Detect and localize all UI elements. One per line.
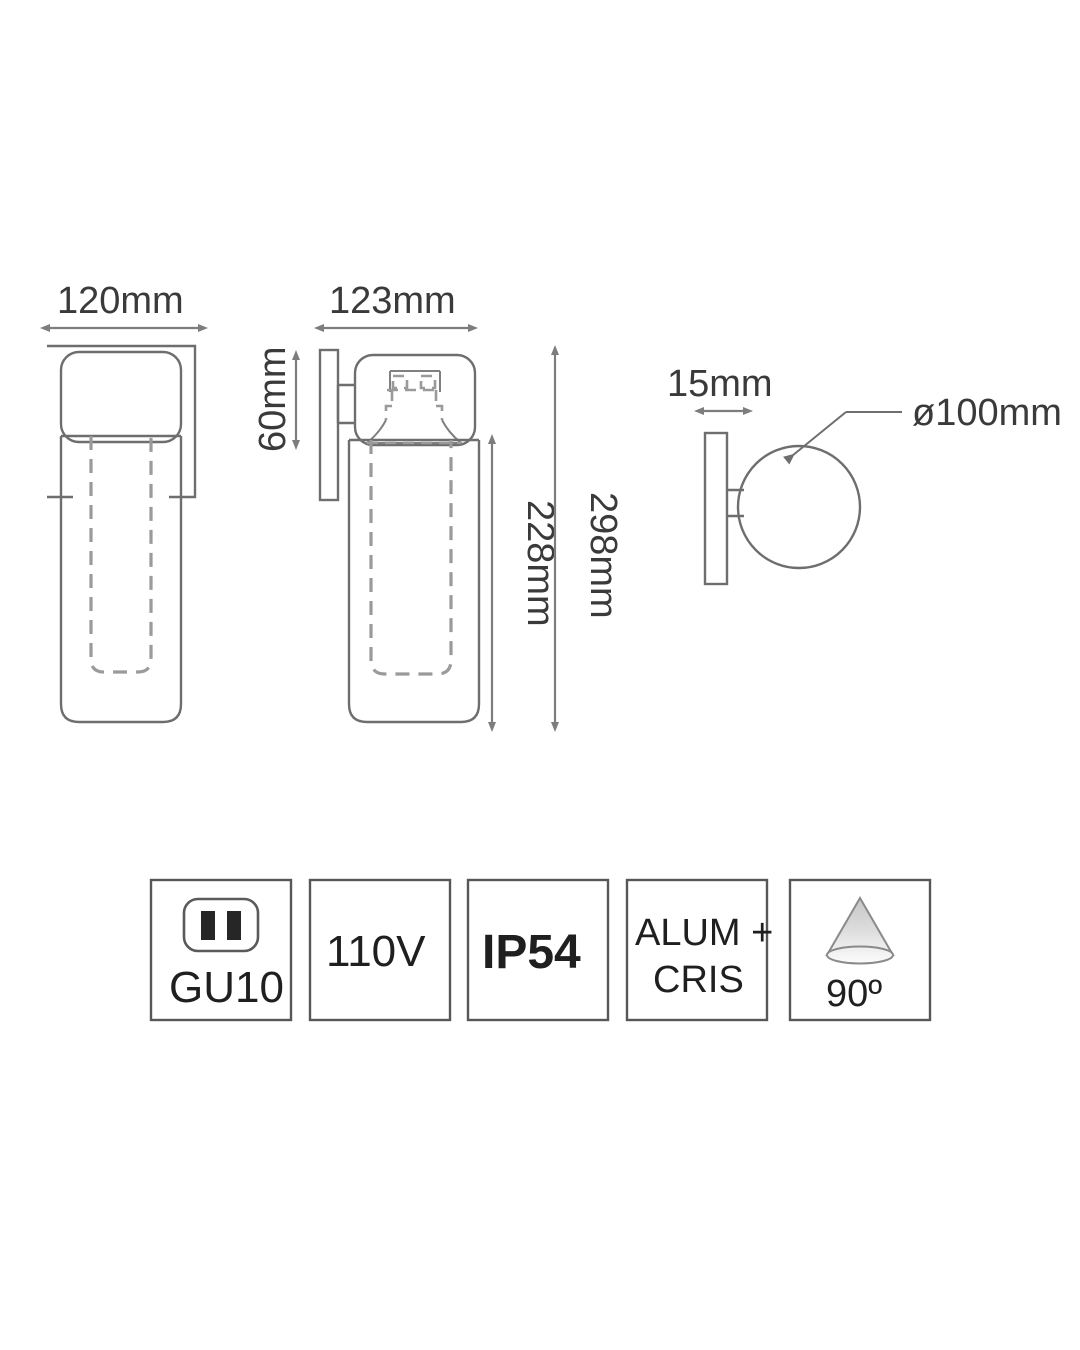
- gu10-socket-icon: [182, 897, 260, 953]
- gu10-base-sides: [390, 390, 438, 406]
- top-globe-circle: [736, 444, 862, 570]
- spec-box-material[interactable]: ALUM + CRIS: [625, 878, 773, 1022]
- spec-box-ip-frame: [466, 878, 610, 1022]
- spec-box-ingress-protection[interactable]: IP54: [466, 878, 610, 1022]
- side-hidden-insert: [369, 440, 453, 676]
- dimension-label-width-120: 120mm: [57, 280, 184, 322]
- dimension-label-head-60: 60mm: [252, 346, 294, 452]
- front-view-group: 120mm: [40, 280, 208, 724]
- dimension-head-60: 60mm: [252, 346, 300, 452]
- spec-box-material-frame: [625, 878, 769, 1022]
- leader-diameter-100: [783, 411, 902, 465]
- top-view-group: 15mm ø100mm: [667, 363, 1062, 586]
- spec-label-material-line1: ALUM +: [635, 912, 773, 954]
- dimension-label-diameter-100: ø100mm: [912, 392, 1062, 434]
- dimension-width-120: 120mm: [40, 280, 208, 332]
- dimension-depth-123: 123mm: [314, 280, 478, 332]
- front-hidden-insert: [89, 436, 153, 674]
- side-body-outline: [347, 440, 481, 724]
- dimension-label-plate-15: 15mm: [667, 363, 773, 405]
- front-head-outline: [59, 350, 183, 444]
- side-head-outline: [353, 353, 477, 447]
- spec-box-voltage[interactable]: 110V: [308, 878, 452, 1022]
- dimension-body-228: 228mm: [488, 434, 561, 732]
- gu10-socket-pin-right-icon: [227, 911, 241, 940]
- front-body-outline: [59, 436, 183, 724]
- spec-box-voltage-frame: [308, 878, 452, 1022]
- side-wallplate: [318, 348, 340, 502]
- dimension-label-depth-123: 123mm: [329, 280, 456, 322]
- spec-label-voltage: 110V: [326, 927, 426, 976]
- front-backplate-outline: [47, 344, 197, 499]
- gu10-pin-left: [391, 374, 409, 390]
- gu10-lamp-detail: [364, 370, 464, 445]
- gu10-holder-bracket: [389, 370, 441, 392]
- top-wallplate: [703, 431, 729, 586]
- spec-box-beam-angle[interactable]: 90º: [788, 878, 932, 1022]
- spec-label-beam-angle: 90º: [826, 973, 882, 1015]
- dimension-label-total-298: 298mm: [582, 492, 624, 619]
- top-mount-stem: [727, 488, 744, 518]
- gu10-collar: [384, 404, 444, 420]
- dimension-plate-15: 15mm: [667, 363, 773, 415]
- spec-box-row: GU10 110V IP54 ALUM + CRIS: [149, 878, 932, 1022]
- spec-box-socket[interactable]: GU10: [149, 878, 293, 1022]
- gu10-pin-right: [419, 374, 437, 390]
- dimension-total-298: 298mm: [551, 345, 624, 732]
- gu10-socket-pin-left-icon: [201, 911, 215, 940]
- side-view-group: 123mm 60mm: [252, 280, 624, 732]
- spec-label-material-line2: CRIS: [653, 959, 744, 1001]
- side-mount-stem: [338, 383, 356, 425]
- spec-label-ingress-protection: IP54: [482, 926, 581, 979]
- beam-cone-base-icon: [826, 945, 894, 965]
- leader-diagonal-segment: [783, 411, 847, 465]
- spec-label-socket: GU10: [169, 963, 284, 1012]
